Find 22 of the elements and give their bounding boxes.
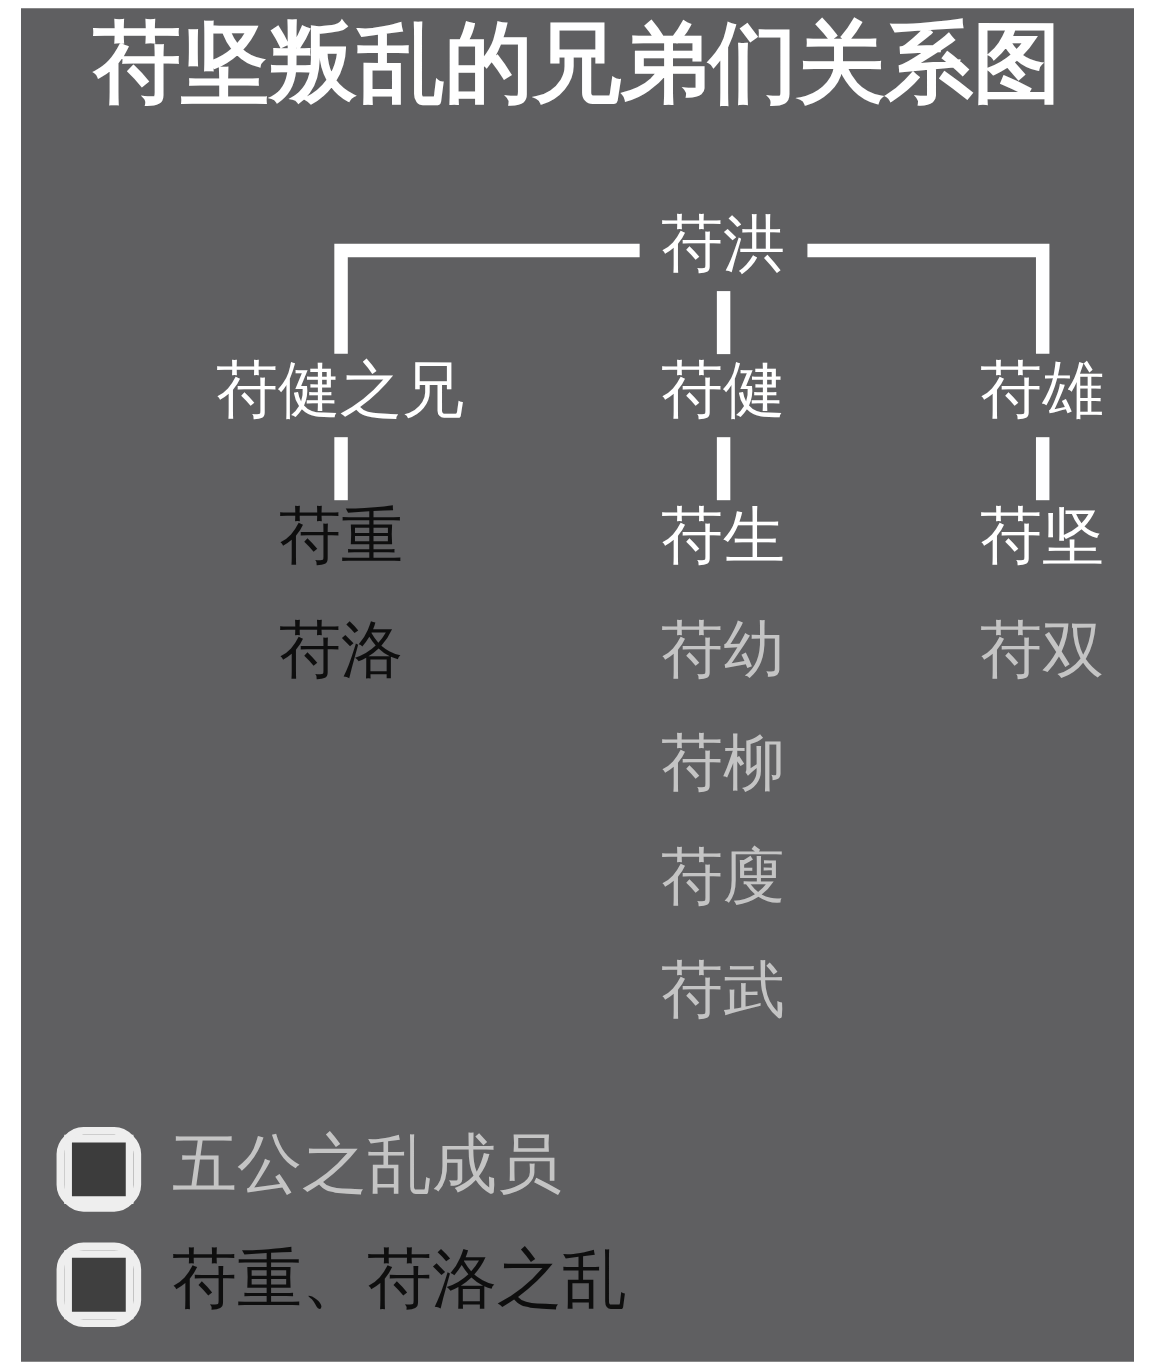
- node-text: 苻武: [660, 954, 785, 1027]
- connector: [716, 437, 730, 501]
- diagram-title: 苻坚叛乱的兄弟们关系图: [92, 10, 1061, 114]
- node-text: 苻双: [979, 613, 1104, 686]
- connector: [1035, 437, 1049, 501]
- node-text: 苻生: [660, 500, 785, 573]
- node-text: 苻洛: [278, 613, 403, 686]
- node-text: 苻廋: [660, 840, 785, 913]
- node-text: 苻洪: [660, 208, 785, 281]
- connector: [806, 243, 1049, 354]
- legend-label: 五公之乱成员: [171, 1125, 562, 1202]
- connector: [716, 291, 730, 355]
- node-text: 苻柳: [660, 727, 785, 800]
- connector: [333, 437, 348, 501]
- legend-label: 苻重、苻洛之乱: [171, 1240, 627, 1317]
- node-text: 苻重: [278, 500, 403, 573]
- node-text: 苻坚: [979, 500, 1104, 573]
- connector: [333, 243, 640, 354]
- node-text: 苻幼: [660, 613, 785, 686]
- node-text: 苻健之兄: [215, 354, 464, 427]
- node-text: 苻雄: [979, 354, 1104, 427]
- node-text: 苻健: [660, 354, 785, 427]
